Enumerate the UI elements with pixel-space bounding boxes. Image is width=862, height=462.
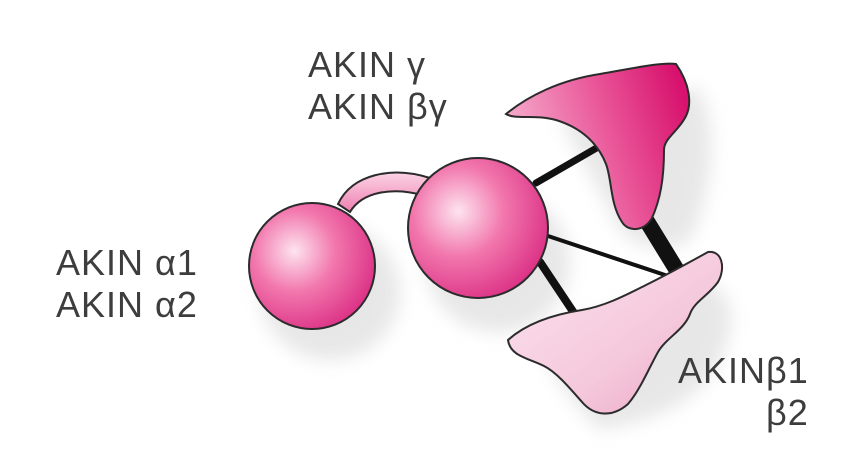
alpha-label-line-2: AKIN α2	[56, 284, 198, 326]
beta-label-line-2: β2	[678, 392, 809, 434]
beta-label-line-1: AKINβ1	[678, 350, 809, 392]
gamma-label-line-1: AKIN γ	[308, 44, 448, 86]
gamma-label-line-2: AKIN βγ	[308, 86, 448, 128]
alpha-subunit-label: AKIN α1 AKIN α2	[56, 242, 198, 326]
alpha-sphere-left	[249, 203, 375, 329]
gamma-subunit-label: AKIN γ AKIN βγ	[308, 44, 448, 128]
alpha-sphere-right	[408, 158, 548, 298]
beta-subunit-label: AKINβ1 β2	[678, 350, 809, 434]
alpha-label-line-1: AKIN α1	[56, 242, 198, 284]
